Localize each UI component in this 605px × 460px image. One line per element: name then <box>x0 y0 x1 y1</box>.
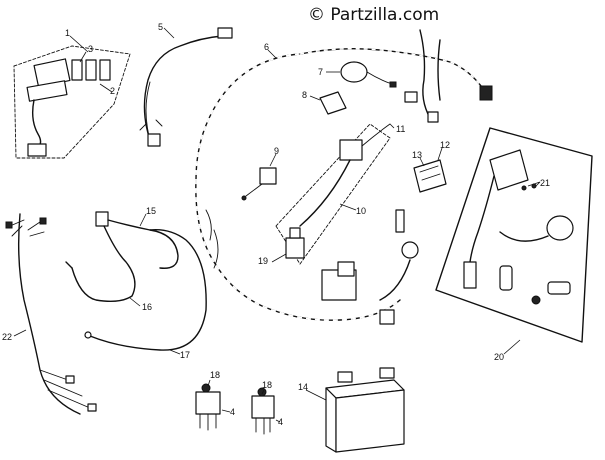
callout-18b: 18 <box>262 380 272 390</box>
part-5-sub-harness <box>139 27 233 147</box>
callout-5: 5 <box>158 22 163 32</box>
callout-2: 2 <box>110 86 115 96</box>
part-7-relay <box>340 61 397 88</box>
callout-14: 14 <box>298 382 308 392</box>
part-12-13-connector <box>413 159 447 193</box>
callout-22: 22 <box>2 332 12 342</box>
part-8-cover <box>319 91 347 115</box>
callout-4b: 4 <box>278 417 283 427</box>
callout-11: 11 <box>396 124 405 134</box>
part-22-harness <box>5 213 97 415</box>
part-4b-relay <box>251 387 275 435</box>
callout-6: 6 <box>264 42 269 52</box>
part-10-group <box>275 123 391 265</box>
callout-20: 20 <box>494 352 504 362</box>
callout-19: 19 <box>258 256 268 266</box>
callout-17: 17 <box>180 350 190 360</box>
part-9-unit <box>241 167 277 201</box>
watermark-text: © Partzilla.com <box>308 5 439 25</box>
callout-3: 3 <box>88 44 93 54</box>
callout-21: 21 <box>540 178 550 188</box>
part-17-wire <box>84 229 207 351</box>
callouts: 1 2 3 4 4 5 6 7 8 9 10 11 12 13 14 15 16… <box>2 22 550 427</box>
callout-13: 13 <box>412 150 422 160</box>
callout-12: 12 <box>440 140 450 150</box>
callout-7: 7 <box>318 67 323 77</box>
part-14-battery <box>325 367 405 453</box>
callout-18a: 18 <box>210 370 220 380</box>
callout-9: 9 <box>274 146 279 156</box>
callout-1: 1 <box>65 28 70 38</box>
part-1-switch-assembly <box>13 45 131 159</box>
part-6-main-harness <box>195 29 493 325</box>
callout-16: 16 <box>142 302 152 312</box>
part-4a-relay <box>195 383 221 431</box>
part-20-alarm-kit <box>435 127 593 343</box>
callout-4a: 4 <box>230 407 235 417</box>
callout-15: 15 <box>146 206 156 216</box>
callout-8: 8 <box>302 90 307 100</box>
callout-10: 10 <box>356 206 366 216</box>
part-16-wire <box>65 211 179 303</box>
